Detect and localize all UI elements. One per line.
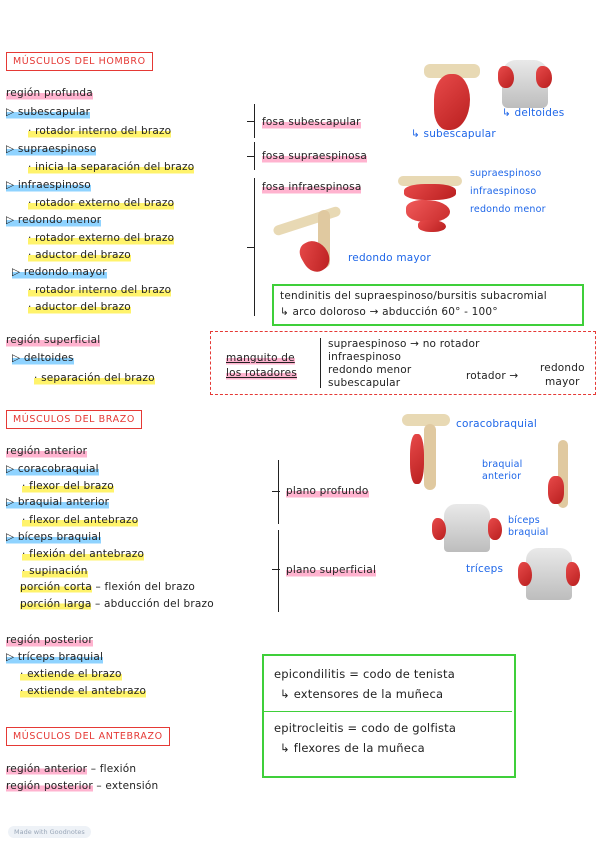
note-redondo-mayor-2: · aductor del brazo (28, 301, 131, 314)
muscle-redondo-menor: ▷ redondo menor (6, 214, 102, 227)
short-head-label: porción corta (20, 581, 92, 593)
label-braquial-1: braquial (482, 459, 523, 470)
deltoides-illustration (498, 56, 552, 108)
note-redondo-menor-1: · rotador externo del brazo (28, 232, 175, 245)
region-posterior-label: región posterior (6, 634, 93, 647)
note-braquial-anterior: · flexor del antebrazo (22, 514, 139, 527)
label-triceps: tríceps (466, 563, 504, 575)
rotator-cuff-brace (320, 338, 321, 388)
note-biceps-1: · flexión del antebrazo (22, 548, 145, 561)
clinical-shoulder-line2: ↳ arco doloroso → abducción 60° - 100° (280, 306, 498, 318)
subescapular-illustration (420, 64, 482, 136)
rotator-cuff-label-1: manguito de (226, 352, 295, 365)
forearm-posterior-action: – extensión (92, 780, 159, 792)
section-title-arm: MÚSCULOS DEL BRAZO (6, 410, 142, 429)
label-braquial-2: anterior (482, 471, 522, 482)
short-head-action: – flexión del brazo (91, 581, 196, 593)
long-head-action: – abducción del brazo (91, 598, 214, 610)
brace-tick (247, 121, 255, 122)
forearm-posterior-label: región posterior (6, 780, 93, 792)
note-redondo-mayor-1: · rotador interno del brazo (28, 284, 172, 297)
brace-plano-superficial (278, 530, 279, 612)
fossa-subescapular: fosa subescapular (262, 116, 361, 129)
cuff-item-infraespinoso: infraespinoso (328, 351, 402, 363)
cuff-rotator-arrow: rotador → (466, 370, 519, 382)
note-triceps-1: · extiende el brazo (20, 668, 122, 681)
label-coracobraquial: coracobraquial (456, 418, 537, 430)
cuff-item-supraespinoso: supraespinoso → no rotador (328, 338, 480, 350)
biceps-illustration (430, 504, 504, 552)
brace-plano-profundo (278, 460, 279, 524)
label-deltoides: ↳ deltoides (502, 107, 565, 119)
cuff-result-1: redondo (540, 362, 585, 374)
label-biceps-2: braquial (508, 527, 549, 538)
cuff-result-2: mayor (545, 376, 580, 388)
fossa-infraespinosa: fosa infraespinosa (262, 181, 362, 194)
muscle-biceps: ▷ bíceps braquial (6, 531, 102, 544)
clinical-elbow-line4: ↳ flexores de la muñeca (280, 741, 425, 755)
forearm-anterior-action: – flexión (87, 763, 137, 775)
rotator-cuff-label-2: los rotadores (226, 367, 297, 380)
forearm-anterior: región anterior – flexión (6, 763, 136, 776)
clinical-box-elbow (262, 654, 516, 778)
section-title-shoulder: MÚSCULOS DEL HOMBRO (6, 52, 153, 71)
region-anterior-label: región anterior (6, 445, 88, 458)
clinical-elbow-line1: epicondilitis = codo de tenista (274, 667, 455, 681)
cuff-item-subescapular: subescapular (328, 377, 401, 389)
muscle-braquial-anterior: ▷ braquial anterior (6, 496, 110, 509)
braquial-anterior-illustration (540, 440, 580, 508)
label-subescapular: ↳ subescapular (411, 128, 496, 140)
scapula-posterior-illustration (398, 172, 464, 234)
clinical-elbow-line2: ↳ extensores de la muñeca (280, 687, 444, 701)
note-subescapular: · rotador interno del brazo (28, 125, 172, 138)
biceps-long-head: porción larga – abducción del brazo (20, 598, 214, 611)
brace-tick (247, 247, 255, 248)
label-infraespinoso: infraespinoso (470, 186, 537, 197)
plane-superficial: plano superficial (286, 564, 377, 577)
muscle-redondo-mayor: ▷ redondo mayor (12, 266, 107, 279)
goodnotes-badge[interactable]: Made with Goodnotes (8, 826, 91, 838)
muscle-infraespinoso: ▷ infraespinoso (6, 179, 91, 192)
forearm-posterior: región posterior – extensión (6, 780, 158, 793)
note-biceps-2: · supinación (22, 565, 88, 578)
plane-deep: plano profundo (286, 485, 369, 498)
note-redondo-menor-2: · aductor del brazo (28, 249, 131, 262)
muscle-coracobraquial: ▷ coracobraquial (6, 463, 99, 476)
cuff-item-redondo-menor: redondo menor (328, 364, 412, 376)
rotator-cuff-box (210, 331, 596, 395)
brace-tick (247, 156, 255, 157)
muscle-subescapular: ▷ subescapular (6, 106, 91, 119)
region-deep-label: región profunda (6, 87, 93, 100)
region-superficial-label: región superficial (6, 334, 101, 347)
muscle-supraespinoso: ▷ supraespinoso (6, 143, 97, 156)
forearm-anterior-label: región anterior (6, 763, 88, 775)
clinical-elbow-line3: epitrocleitis = codo de golfista (274, 721, 457, 735)
long-head-label: porción larga (20, 598, 92, 610)
note-triceps-2: · extiende el antebrazo (20, 685, 147, 698)
label-supraespinoso: supraespinoso (470, 168, 542, 179)
triceps-illustration (518, 548, 580, 600)
clinical-shoulder-line1: tendinitis del supraespinoso/bursitis su… (280, 290, 547, 302)
label-redondo-mayor: redondo mayor (348, 252, 431, 264)
redondo-mayor-illustration (272, 205, 346, 277)
muscle-deltoides: ▷ deltoides (12, 352, 74, 365)
note-infraespinoso: · rotador externo del brazo (28, 197, 175, 210)
brace-tick (272, 569, 280, 570)
brace-tick (272, 491, 280, 492)
fossa-supraespinosa: fosa supraespinosa (262, 150, 368, 163)
note-coracobraquial: · flexor del brazo (22, 480, 114, 493)
section-title-forearm: MÚSCULOS DEL ANTEBRAZO (6, 727, 170, 746)
clinical-box-shoulder (272, 284, 584, 326)
note-deltoides: · separación del brazo (34, 372, 155, 385)
clinical-box-divider (264, 711, 512, 712)
label-redondo-menor: redondo menor (470, 204, 546, 215)
biceps-short-head: porción corta – flexión del brazo (20, 581, 195, 594)
label-biceps-1: bíceps (508, 515, 540, 526)
muscle-triceps: ▷ tríceps braquial (6, 651, 104, 664)
coracobraquial-illustration (402, 414, 452, 490)
note-supraespinoso: · inicia la separación del brazo (28, 161, 195, 174)
